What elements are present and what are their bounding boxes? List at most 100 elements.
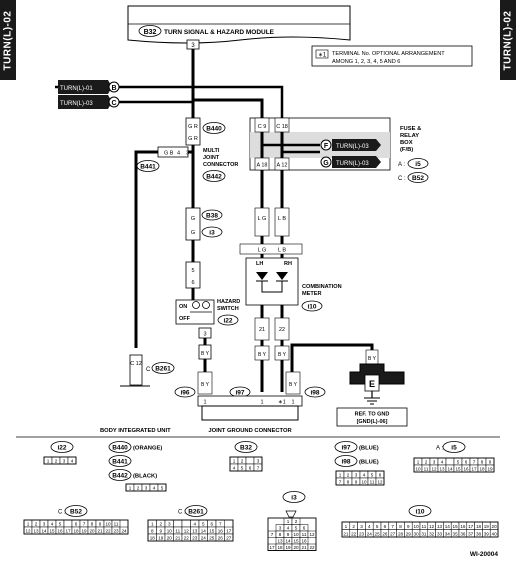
connector-outline (125, 483, 167, 492)
pin-number: 14 (447, 466, 453, 471)
pin-number: 35 (453, 531, 459, 536)
terminal-note: ∗1 TERMINAL No. OPTIONAL ARRANGEMENT AMO… (311, 45, 473, 67)
svg-text:L B: L B (278, 216, 286, 222)
pin-number: 19 (81, 528, 87, 533)
pin-number: 31 (421, 531, 427, 536)
pin-number: 26 (382, 531, 388, 536)
pin-number: 9 (99, 521, 102, 526)
svg-text:B38: B38 (206, 213, 218, 220)
pin-number: 9 (489, 459, 492, 464)
pin-number: 20 (167, 535, 173, 540)
svg-text:L G: L G (258, 248, 267, 254)
svg-text:JOINT GROUND CONNECTOR: JOINT GROUND CONNECTOR (208, 428, 292, 434)
pin-number: 4 (193, 521, 196, 526)
pin-number: 3 (355, 472, 358, 477)
pin-number: 7 (473, 459, 476, 464)
pin-number: 14 (285, 538, 291, 543)
svg-text:LH: LH (256, 261, 263, 267)
side-tab-right: TURN(L)-02 (500, 0, 516, 80)
layout-prefix: C : (178, 510, 186, 516)
pin-number: 22 (105, 528, 111, 533)
body-integrated-unit: C 12 C : B261 BODY INTEGRATED UNIT (100, 354, 175, 434)
svg-text:1: 1 (291, 400, 294, 406)
svg-text:OFF: OFF (179, 316, 191, 322)
svg-text:METER: METER (302, 291, 322, 297)
pin-cell (63, 519, 73, 528)
pin-number: 22 (309, 545, 315, 550)
pin-number: 19 (487, 466, 493, 471)
pin-number: 9 (407, 524, 410, 529)
pin-number: 11 (175, 528, 180, 533)
pin-number: 3 (63, 458, 66, 463)
layout-prefix: C : (58, 510, 66, 516)
module-name: TURN SIGNAL & HAZARD MODULE (164, 29, 275, 36)
svg-text:B441: B441 (140, 164, 156, 171)
pin-number: 15 (49, 528, 55, 533)
mid-wire-labels: L G L B (254, 207, 290, 237)
pin-number: 18 (73, 528, 79, 533)
pin-number: 7 (391, 524, 394, 529)
svg-text:B Y: B Y (289, 382, 298, 388)
svg-text:B Y: B Y (201, 382, 210, 388)
pin-number: 14 (201, 528, 207, 533)
pin-number: 39 (484, 531, 490, 536)
layout-note: (ORANGE) (133, 446, 162, 452)
pin-number: 38 (476, 531, 482, 536)
connector-outline (413, 457, 495, 473)
svg-text:B261: B261 (155, 366, 171, 373)
pin-number: 10 (361, 479, 367, 484)
pin-number: 25 (375, 531, 381, 536)
pin-number: 11 (422, 524, 427, 529)
pin-cell (181, 519, 191, 528)
pin-number: 17 (471, 466, 477, 471)
pin-number: 10 (167, 528, 173, 533)
pin-number: 5 (376, 524, 379, 529)
pin-number: 4 (287, 525, 290, 530)
pin-number: 4 (71, 458, 74, 463)
pin-number: 10 (105, 521, 111, 526)
svg-text:3: 3 (203, 332, 206, 338)
svg-text:ON: ON (179, 304, 187, 310)
pin-number: 6 (303, 525, 306, 530)
pin-number: 21 (97, 528, 103, 533)
pin-number: 1 (417, 459, 420, 464)
pin-number: 24 (367, 531, 373, 536)
svg-text:C :: C : (398, 176, 406, 182)
svg-text:C 12: C 12 (130, 361, 142, 367)
pin-number: 29 (406, 531, 412, 536)
pin-number: 8 (481, 459, 484, 464)
turn-signal-hazard-module: B32 TURN SIGNAL & HAZARD MODULE 3 (127, 5, 351, 50)
pin-number: 10 (414, 524, 420, 529)
pin-number: 2 (137, 485, 140, 490)
pin-number: 40 (492, 531, 498, 536)
svg-text:5: 5 (191, 268, 194, 274)
pin-number: 30 (414, 531, 420, 536)
connector-outline (267, 517, 317, 551)
svg-text:4: 4 (177, 151, 180, 157)
pin-number: 13 (33, 528, 39, 533)
ground-reference: E REF. TO GND [GND(L)-06] (336, 363, 408, 427)
pin-number: 2 (35, 521, 38, 526)
svg-text:22: 22 (279, 327, 285, 333)
layout-badge (282, 491, 306, 503)
pin-number: 12 (377, 479, 383, 484)
pin-number: 2 (241, 458, 244, 463)
svg-text:G B: G B (164, 151, 174, 157)
svg-text:i22: i22 (223, 318, 232, 325)
pin-number: 3 (257, 458, 260, 463)
svg-text:G: G (323, 160, 329, 167)
pin-number: 7 (83, 521, 86, 526)
pin-number: 5 (241, 465, 244, 470)
connector-outline (23, 519, 129, 535)
hazard-switch: ON OFF HAZARD SWITCH i22 3 B Y (175, 299, 240, 360)
pin-number: 19 (484, 524, 490, 529)
svg-text:i97: i97 (235, 390, 244, 397)
layout-note: (BLUE) (359, 446, 379, 452)
svg-text:B32: B32 (144, 29, 157, 36)
multi-joint-connector: G R G R B440 MULTI JOINT CONNECTOR B442 … (136, 117, 238, 182)
connector-outline (229, 456, 263, 472)
pin-number: 1 (47, 458, 50, 463)
pin-number: 17 (269, 545, 275, 550)
output-connectors: F TURN(L)-03 G TURN(L)-03 (320, 139, 381, 168)
svg-text:A 12: A 12 (276, 163, 287, 169)
